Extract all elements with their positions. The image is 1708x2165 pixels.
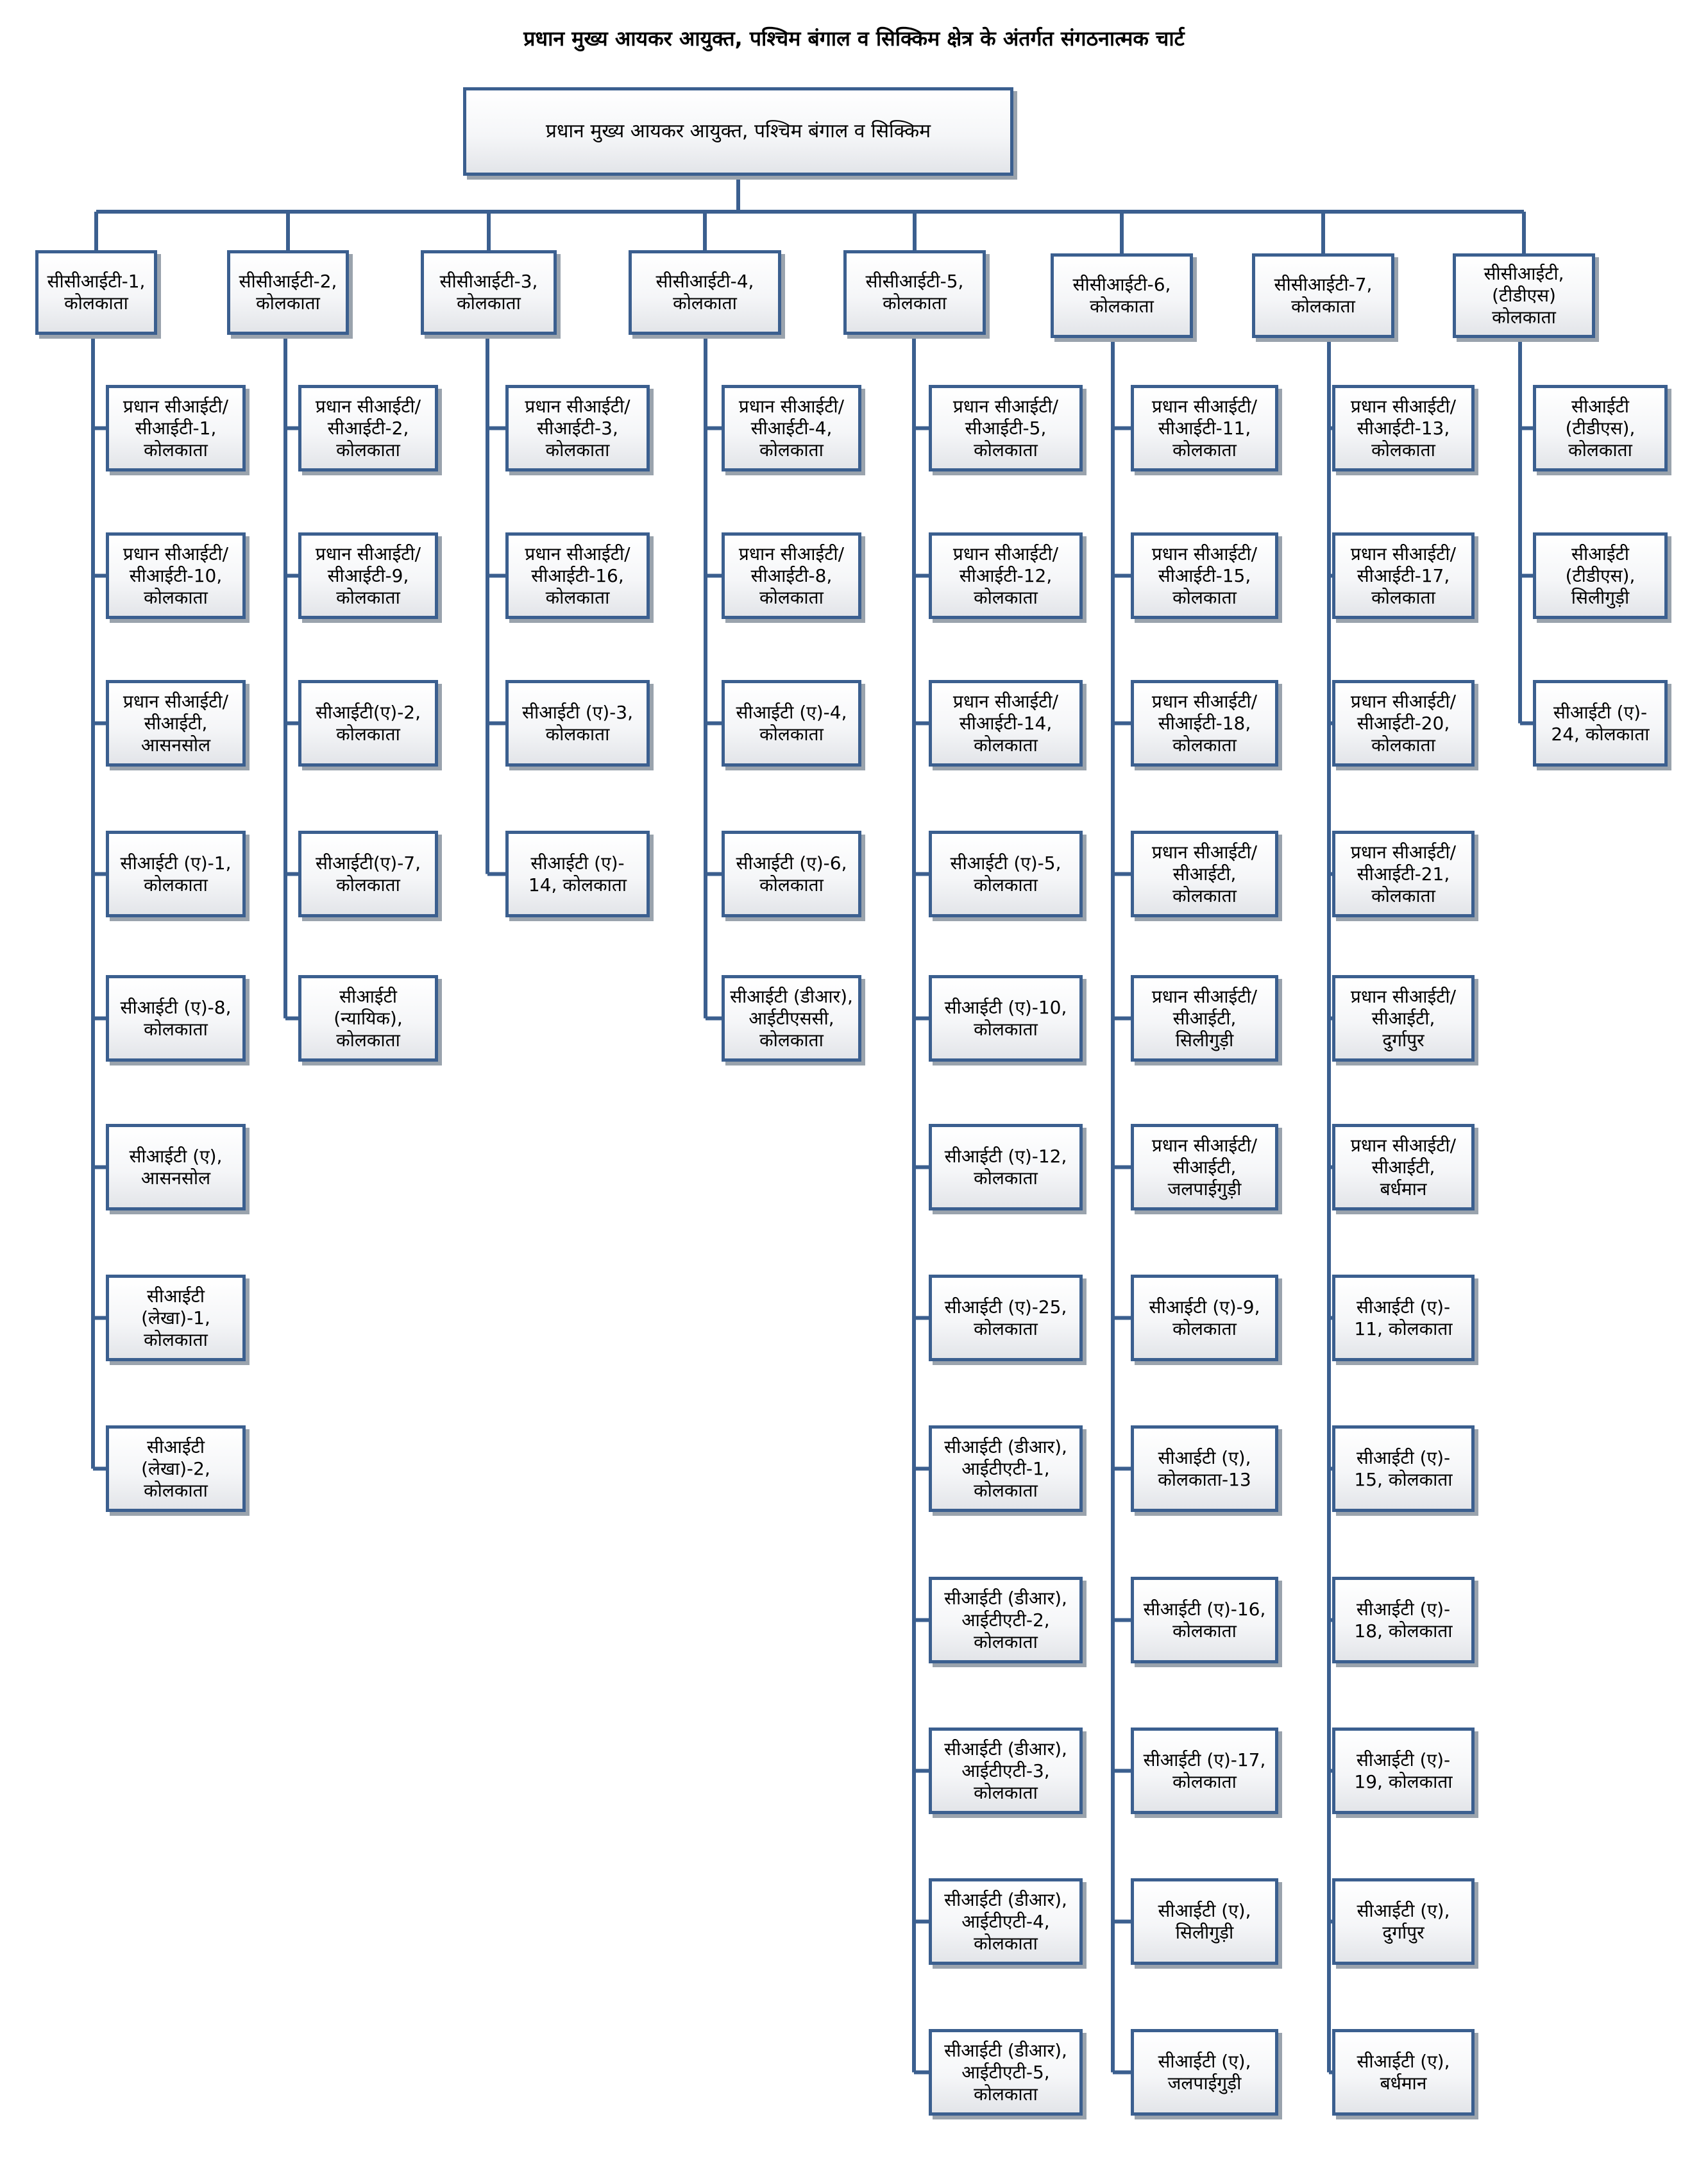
page-title: प्रधान मुख्य आयकर आयुक्त, पश्चिम बंगाल व… [523, 26, 1185, 51]
office-box: प्रधान सीआईटी/ सीआईटी, दुर्गापुर [1332, 975, 1475, 1062]
column-head-8: सीसीआईटी, (टीडीएस) कोलकाता [1453, 253, 1595, 338]
office-box: प्रधान सीआईटी/ सीआईटी, आसनसोल [106, 680, 246, 767]
column-head-2: सीसीआईटी-2, कोलकाता [227, 250, 349, 335]
office-box: प्रधान सीआईटी/ सीआईटी-14, कोलकाता [929, 680, 1083, 767]
office-box: सीआईटी (ए)- 18, कोलकाता [1332, 1577, 1475, 1663]
office-box: सीआईटी (ए), सिलीगुड़ी [1131, 1878, 1278, 1965]
office-box: सीआईटी (न्यायिक), कोलकाता [298, 975, 438, 1062]
office-box: प्रधान सीआईटी/ सीआईटी, सिलीगुड़ी [1131, 975, 1278, 1062]
office-box: प्रधान सीआईटी/ सीआईटी, कोलकाता [1131, 831, 1278, 917]
office-box: सीआईटी(ए)-2, कोलकाता [298, 680, 438, 767]
column-head-1: सीसीआईटी-1, कोलकाता [35, 250, 157, 335]
office-box: प्रधान सीआईटी/ सीआईटी, जलपाईगुड़ी [1131, 1124, 1278, 1210]
office-box: प्रधान सीआईटी/ सीआईटी-21, कोलकाता [1332, 831, 1475, 917]
office-box: सीआईटी (डीआर), आईटीएटी-1, कोलकाता [929, 1425, 1083, 1512]
office-box: सीआईटी (डीआर), आईटीएटी-4, कोलकाता [929, 1878, 1083, 1965]
column-head-5: सीसीआईटी-5, कोलकाता [843, 250, 986, 335]
office-box: सीआईटी (डीआर), आईटीएससी, कोलकाता [722, 975, 861, 1062]
office-box: सीआईटी (ए)-5, कोलकाता [929, 831, 1083, 917]
office-box: सीआईटी (ए)-8, कोलकाता [106, 975, 246, 1062]
office-box: सीआईटी (टीडीएस), सिलीगुड़ी [1533, 532, 1668, 619]
office-box: प्रधान सीआईटी/ सीआईटी-20, कोलकाता [1332, 680, 1475, 767]
office-box: प्रधान सीआईटी/ सीआईटी-17, कोलकाता [1332, 532, 1475, 619]
office-box: सीआईटी (डीआर), आईटीएटी-2, कोलकाता [929, 1577, 1083, 1663]
office-box: प्रधान सीआईटी/ सीआईटी, बर्धमान [1332, 1124, 1475, 1210]
office-box: सीआईटी (डीआर), आईटीएटी-5, कोलकाता [929, 2029, 1083, 2116]
office-box: प्रधान सीआईटी/ सीआईटी-8, कोलकाता [722, 532, 861, 619]
office-box: प्रधान सीआईटी/ सीआईटी-13, कोलकाता [1332, 385, 1475, 471]
root-box: प्रधान मुख्य आयकर आयुक्त, पश्चिम बंगाल व… [463, 87, 1013, 176]
office-box: प्रधान सीआईटी/ सीआईटी-10, कोलकाता [106, 532, 246, 619]
column-head-7: सीसीआईटी-7, कोलकाता [1252, 253, 1394, 338]
office-box: सीआईटी (ए)-6, कोलकाता [722, 831, 861, 917]
office-box: सीआईटी (ए)- 19, कोलकाता [1332, 1728, 1475, 1814]
office-box: सीआईटी (ए)- 11, कोलकाता [1332, 1275, 1475, 1361]
office-box: प्रधान सीआईटी/ सीआईटी-18, कोलकाता [1131, 680, 1278, 767]
office-box: सीआईटी (लेखा)-1, कोलकाता [106, 1275, 246, 1361]
office-box: सीआईटी (टीडीएस), कोलकाता [1533, 385, 1668, 471]
office-box: सीआईटी (ए)-17, कोलकाता [1131, 1728, 1278, 1814]
office-box: सीआईटी (लेखा)-2, कोलकाता [106, 1425, 246, 1512]
office-box: प्रधान सीआईटी/ सीआईटी-4, कोलकाता [722, 385, 861, 471]
column-head-3: सीसीआईटी-3, कोलकाता [421, 250, 557, 335]
office-box: प्रधान सीआईटी/ सीआईटी-2, कोलकाता [298, 385, 438, 471]
office-box: सीआईटी (ए)-10, कोलकाता [929, 975, 1083, 1062]
office-box: सीआईटी (ए), जलपाईगुड़ी [1131, 2029, 1278, 2116]
office-box: सीआईटी (ए)-12, कोलकाता [929, 1124, 1083, 1210]
office-box: सीआईटी (ए)-9, कोलकाता [1131, 1275, 1278, 1361]
office-box: सीआईटी (ए)-3, कोलकाता [505, 680, 650, 767]
office-box: प्रधान सीआईटी/ सीआईटी-5, कोलकाता [929, 385, 1083, 471]
column-head-6: सीसीआईटी-6, कोलकाता [1051, 253, 1193, 338]
office-box: प्रधान सीआईटी/ सीआईटी-3, कोलकाता [505, 385, 650, 471]
office-box: सीआईटी (ए), दुर्गापुर [1332, 1878, 1475, 1965]
column-head-4: सीसीआईटी-4, कोलकाता [629, 250, 781, 335]
office-box: प्रधान सीआईटी/ सीआईटी-11, कोलकाता [1131, 385, 1278, 471]
office-box: प्रधान सीआईटी/ सीआईटी-15, कोलकाता [1131, 532, 1278, 619]
office-box: सीआईटी (ए)-25, कोलकाता [929, 1275, 1083, 1361]
office-box: सीआईटी(ए)-7, कोलकाता [298, 831, 438, 917]
office-box: सीआईटी (ए)- 14, कोलकाता [505, 831, 650, 917]
office-box: सीआईटी (ए), बर्धमान [1332, 2029, 1475, 2116]
office-box: सीआईटी (ए)- 24, कोलकाता [1533, 680, 1668, 767]
office-box: प्रधान सीआईटी/ सीआईटी-16, कोलकाता [505, 532, 650, 619]
office-box: प्रधान सीआईटी/ सीआईटी-9, कोलकाता [298, 532, 438, 619]
office-box: प्रधान सीआईटी/ सीआईटी-12, कोलकाता [929, 532, 1083, 619]
office-box: सीआईटी (ए)- 15, कोलकाता [1332, 1425, 1475, 1512]
office-box: सीआईटी (ए)-1, कोलकाता [106, 831, 246, 917]
office-box: सीआईटी (ए), आसनसोल [106, 1124, 246, 1210]
office-box: सीआईटी (ए)-4, कोलकाता [722, 680, 861, 767]
office-box: सीआईटी (ए)-16, कोलकाता [1131, 1577, 1278, 1663]
office-box: सीआईटी (डीआर), आईटीएटी-3, कोलकाता [929, 1728, 1083, 1814]
office-box: सीआईटी (ए), कोलकाता-13 [1131, 1425, 1278, 1512]
office-box: प्रधान सीआईटी/ सीआईटी-1, कोलकाता [106, 385, 246, 471]
